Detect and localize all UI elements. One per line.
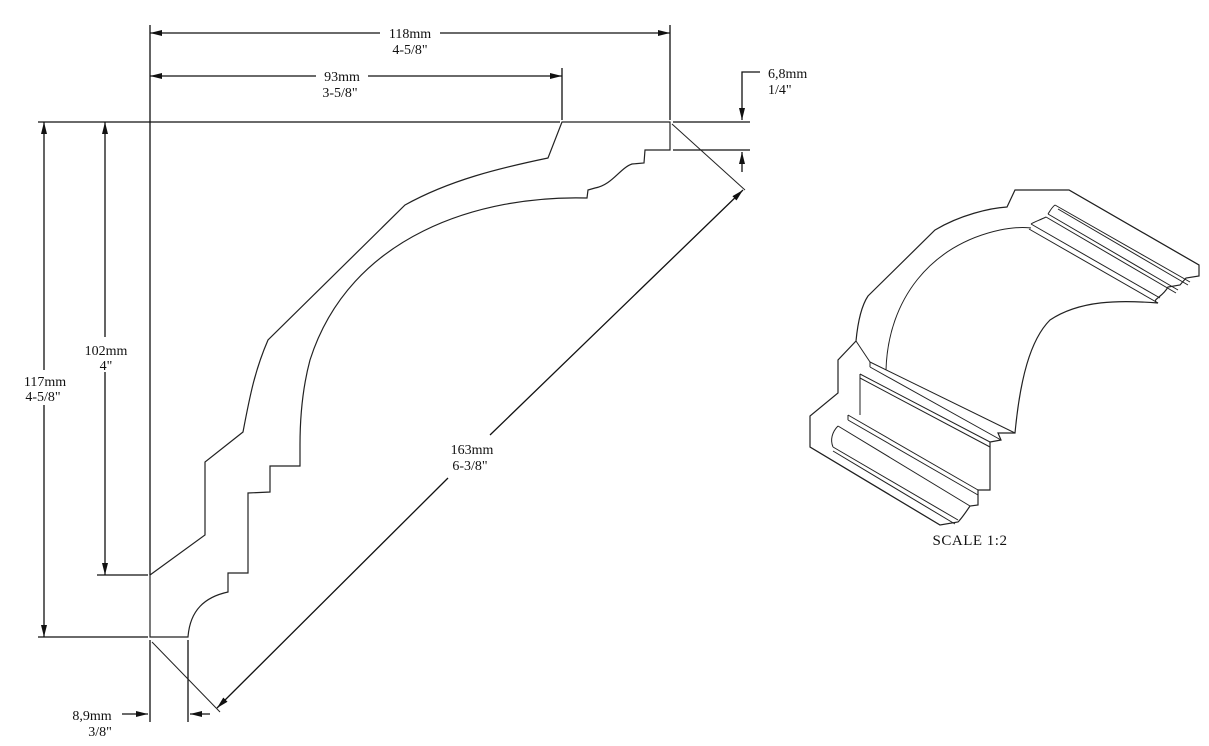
- dim-163-metric: 163mm: [451, 443, 494, 458]
- dim-102-imperial: 4": [100, 359, 113, 374]
- dimension-top-flat: 6,8mm 1/4": [739, 67, 807, 172]
- dimension-bottom-flat: 8,9mm 3/8": [72, 709, 210, 740]
- dim-102-metric: 102mm: [85, 344, 128, 359]
- profile-outline: [149, 121, 671, 638]
- dim-6-8-metric: 6,8mm: [768, 67, 807, 82]
- dim-8-9-imperial: 3/8": [88, 725, 112, 740]
- dim-93-metric: 93mm: [324, 70, 360, 85]
- isometric-view: [809, 189, 1200, 526]
- extension-lines: [38, 25, 750, 722]
- dimension-inner-height: 102mm 4": [85, 122, 128, 575]
- dimension-diagonal-width: 163mm 6-3/8": [216, 189, 744, 709]
- dim-118-imperial: 4-5/8": [392, 43, 427, 58]
- dimension-overall-projection: 118mm 4-5/8": [150, 25, 670, 61]
- dim-163-imperial: 6-3/8": [452, 459, 487, 474]
- dim-6-8-imperial: 1/4": [768, 83, 792, 98]
- scale-label: SCALE 1:2: [933, 533, 1008, 549]
- dimension-upper-projection: 93mm 3-5/8": [150, 70, 562, 101]
- moulding-profile: [149, 121, 671, 638]
- dim-118-metric: 118mm: [389, 27, 431, 42]
- dim-93-imperial: 3-5/8": [322, 86, 357, 101]
- dim-117-metric: 117mm: [24, 375, 66, 390]
- dim-8-9-metric: 8,9mm: [72, 709, 111, 724]
- dimension-overall-height: 117mm 4-5/8": [24, 122, 66, 637]
- dim-117-imperial: 4-5/8": [25, 390, 60, 405]
- iso-end-face: [809, 189, 1200, 526]
